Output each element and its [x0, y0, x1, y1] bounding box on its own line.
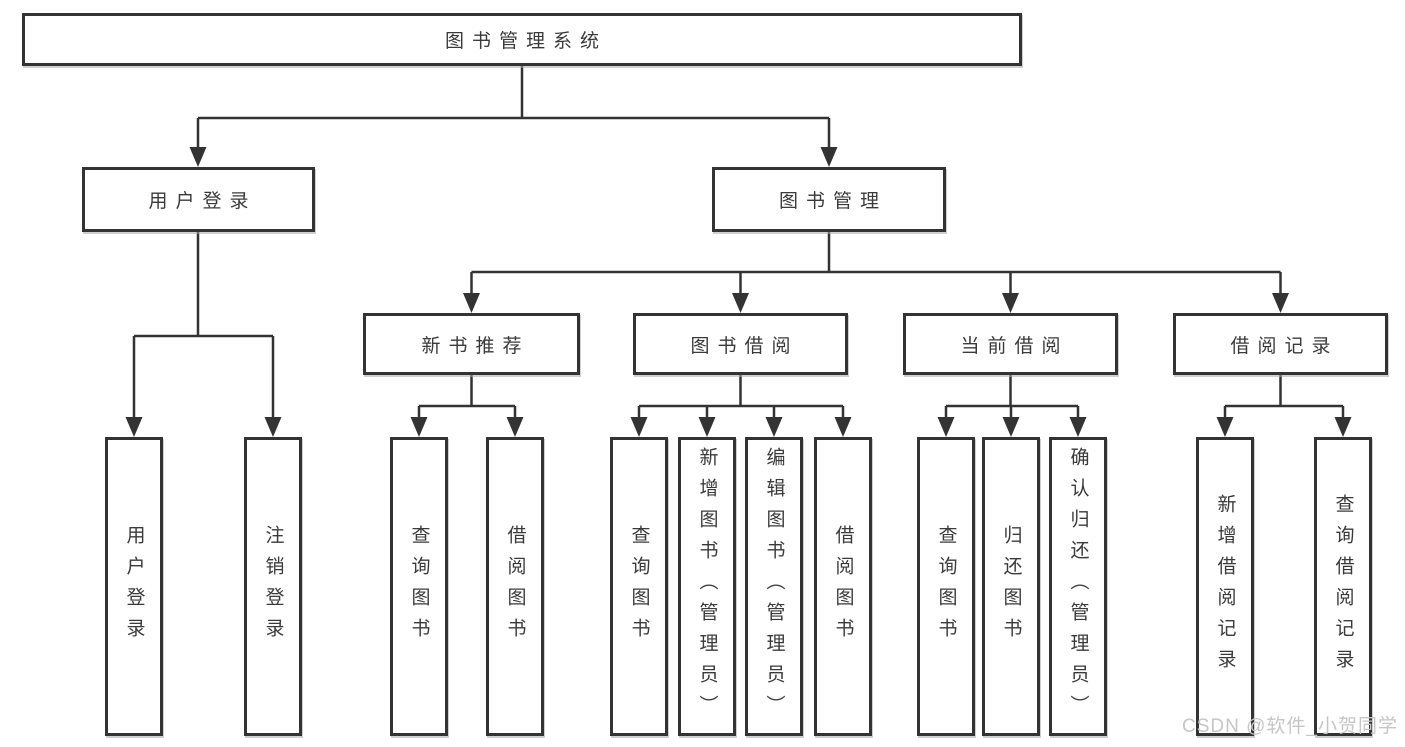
- node-user-login-label: 用户登录: [148, 191, 257, 212]
- leaf-search-book-current: 查询图书: [917, 437, 975, 736]
- node-borrow-records-label: 借阅记录: [1230, 335, 1339, 357]
- node-book-management: 图书管理: [712, 167, 946, 232]
- leaf-return-book: 归还图书: [982, 437, 1040, 736]
- node-user-login: 用户登录: [82, 167, 315, 232]
- leaf-logout-label: 注销登录: [262, 524, 284, 649]
- leaf-add-book-admin-label: 新增图书（管理员）: [696, 447, 718, 726]
- leaf-logout: 注销登录: [244, 437, 302, 736]
- leaf-search-book-recommend: 查询图书: [390, 437, 448, 736]
- node-book-borrow: 图书借阅: [633, 313, 848, 375]
- leaf-search-borrow-record-label: 查询借阅记录: [1332, 493, 1354, 680]
- watermark: CSDN @软件_小贺同学: [1182, 716, 1398, 737]
- node-book-management-label: 图书管理: [778, 191, 887, 212]
- leaf-user-login-label: 用户登录: [123, 524, 145, 649]
- node-borrow-records: 借阅记录: [1173, 313, 1388, 375]
- leaf-confirm-return-admin-label: 确认归还（管理员）: [1067, 447, 1089, 726]
- leaf-borrow-book: 借阅图书: [814, 437, 872, 736]
- leaf-edit-book-admin-label: 编辑图书（管理员）: [763, 447, 785, 726]
- leaf-search-book-borrow-label: 查询图书: [628, 524, 650, 649]
- node-root-label: 图书管理系统: [444, 31, 607, 52]
- leaf-search-book-recommend-label: 查询图书: [408, 524, 430, 649]
- leaf-add-borrow-record: 新增借阅记录: [1196, 437, 1254, 736]
- leaf-add-borrow-record-label: 新增借阅记录: [1214, 493, 1236, 680]
- leaf-borrow-book-label: 借阅图书: [832, 524, 854, 649]
- node-root: 图书管理系统: [22, 13, 1022, 66]
- node-new-book-recommend: 新书推荐: [363, 313, 580, 375]
- leaf-add-book-admin: 新增图书（管理员）: [678, 437, 736, 736]
- leaf-return-book-label: 归还图书: [1000, 524, 1022, 649]
- node-book-borrow-label: 图书借阅: [690, 335, 799, 357]
- node-current-borrow-label: 当前借阅: [960, 335, 1069, 357]
- node-current-borrow: 当前借阅: [903, 313, 1118, 375]
- leaf-confirm-return-admin: 确认归还（管理员）: [1049, 437, 1107, 736]
- leaf-user-login: 用户登录: [105, 437, 163, 736]
- leaf-edit-book-admin: 编辑图书（管理员）: [745, 437, 803, 736]
- leaf-search-book-current-label: 查询图书: [935, 524, 957, 649]
- node-new-book-recommend-label: 新书推荐: [421, 335, 530, 357]
- leaf-borrow-book-recommend-label: 借阅图书: [504, 524, 526, 649]
- leaf-borrow-book-recommend: 借阅图书: [486, 437, 544, 736]
- leaf-search-borrow-record: 查询借阅记录: [1314, 437, 1372, 736]
- leaf-search-book-borrow: 查询图书: [610, 437, 668, 736]
